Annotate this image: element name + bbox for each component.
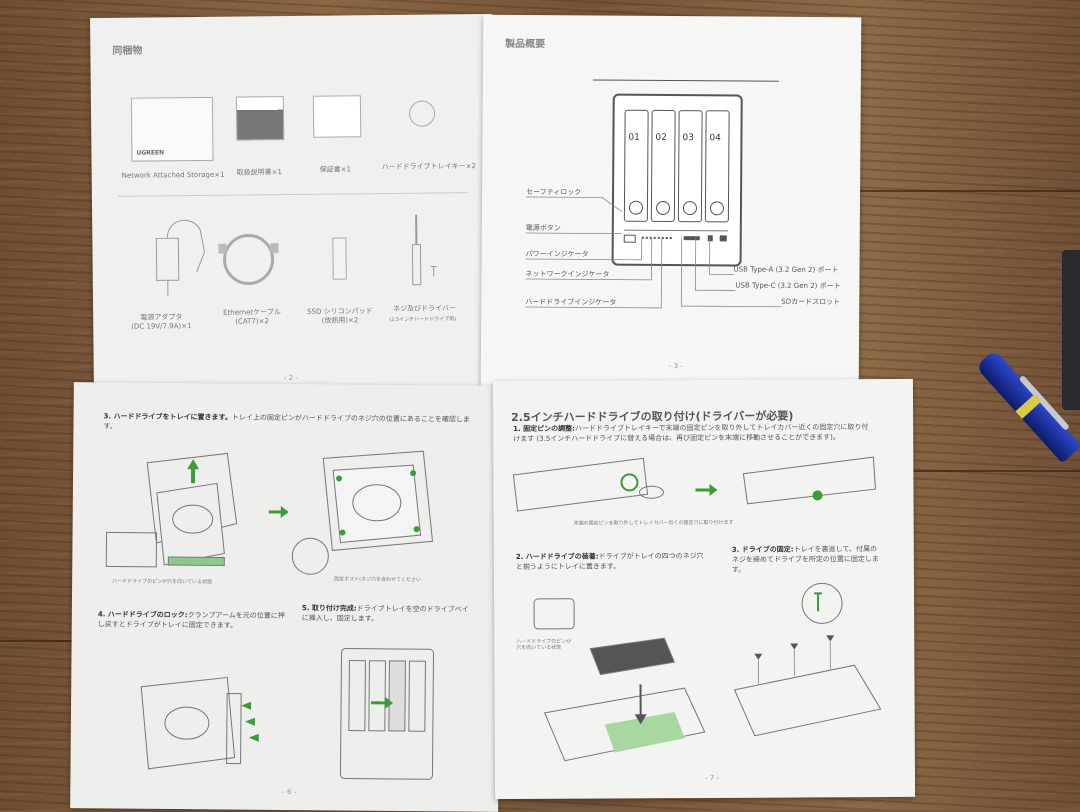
item-label: 電源アダプタ (DC 19V/7.9A)×1 [131,313,191,331]
step3-text: 3. ハードドライブをトレイに置きます。トレイ上の固定ピンがハードドライブのネジ… [103,412,473,435]
illustration-caption: ハードドライブのピンが穴を向いている状態 [112,578,212,585]
illustration-caption: ハードドライブのピンが穴を向いている状態 [516,639,572,652]
table-plank-seam [900,470,1080,472]
manual-page-2-5-inch-install: 2.5インチハードドライブの取り付け(ドライバーが必要) 1. 固定ピンの調整:… [493,379,915,799]
pin-adjust-illustration [513,449,873,521]
nas-brand-logo: UGREEN [136,149,164,156]
item-label: Ethernetケーブル (CAT7)×2 [223,308,281,326]
item-label: Network Attached Storage×1 [122,171,225,181]
item-note: (2.5インチハードドライブ用) [389,316,456,323]
step5-text: 5. 取り付け完成:ドライブトレイを空のドライブベイに挿入し、固定します。 [302,604,474,625]
callout-lines [481,15,862,390]
manual-page-contents: 同梱物 UGREEN Network Attached Storage×1 取扱… [90,14,496,396]
step4-title: 4. ハードドライブのロック: [98,610,188,619]
table-plank-seam [0,640,75,642]
page-number: - 6 - [282,788,296,796]
silicone-pad-image [332,237,346,279]
screwdriver-image [404,214,445,294]
page-number: - 2 - [284,374,298,382]
clamp-lock-illustration [130,673,261,784]
divider [118,192,468,197]
ethernet-cable-image [220,221,281,292]
power-adapter-image [152,212,213,293]
step1-text: 1. 固定ピンの調整:ハードドライブトレイキーで末端の固定ピンを取り外してトレイ… [513,423,873,444]
drive-mount-illustration [534,592,715,773]
manual-page-steps-3-5: 3. ハードドライブをトレイに置きます。トレイ上の固定ピンがハードドライブのネジ… [70,382,502,812]
item-label: ネジ及びドライバー [393,304,456,313]
arrow-right-icon [269,506,289,518]
step4-text: 4. ハードドライブのロック:クランプアームを元の位置に押し戻すとドライブがトレ… [98,610,288,631]
item-label: 保証書×1 [320,165,351,174]
table-plank-seam [860,190,1080,192]
manual-booklet-image [236,96,284,141]
illustration-caption: 固定ボスト(ネジ穴を合わせてください [334,576,421,583]
item-label: ハードドライブトレイキー×2 [382,162,476,172]
step3-text: 3. ドライブの固定:トレイを裏返して、付属のネジを締めてドライブを所定の位置に… [732,545,882,575]
nas-box-image: UGREEN [131,97,214,162]
item-label: 取扱説明書×1 [237,168,282,177]
item-label: SSD シリコンパッド (放熱用)×2 [307,307,373,325]
step3-title: 3. ハードドライブをトレイに置きます。 [104,412,232,421]
dark-device-edge [1062,250,1080,410]
step3-title: 3. ドライブの固定: [732,546,794,554]
tray-key-icon [409,101,435,127]
page-heading: 同梱物 [112,42,142,57]
page-number: - 7 - [705,774,719,782]
drive-pinned-illustration [302,450,453,581]
manual-page-overview: 製品概要 01 02 03 04 セーフティロック 電源ボタン パワーインジケー… [481,15,862,390]
insert-tray-illustration [340,648,441,789]
step5-title: 5. 取り付け完成: [302,604,357,612]
step2-title: 2. ハードドライブの装着: [516,553,599,561]
drive-on-tray-illustration [106,452,257,583]
step1-title: 1. 固定ピンの調整: [513,425,575,433]
screw-fix-illustration [734,579,885,750]
illustration-caption: 末端の固定ピンを取り外してトレイカバー近くの固定穴に取り付けます [574,520,734,527]
page-heading: 2.5インチハードドライブの取り付け(ドライバーが必要) [511,408,793,425]
page-number: - 3 - [669,362,683,370]
warranty-card-image [313,95,361,138]
step2-text: 2. ハードドライブの装着:ドライブがトレイの四つのネジ穴と揃うようにトレイに置… [516,552,706,573]
